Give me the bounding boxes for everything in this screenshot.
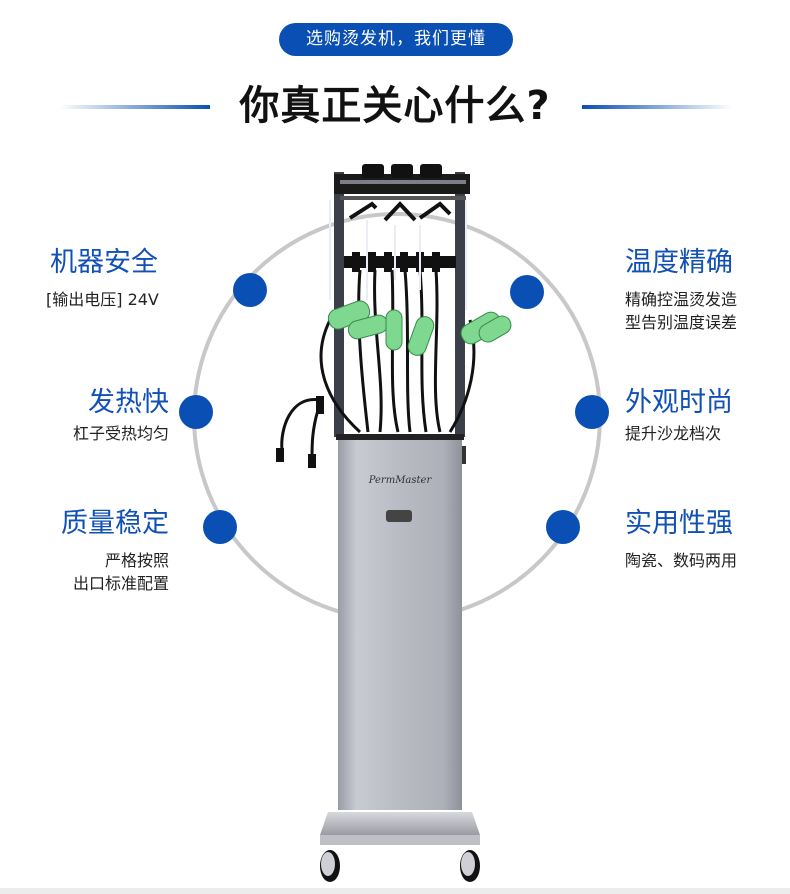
feature-dot-practical: [546, 510, 580, 544]
feature-desc: 型告别温度误差: [625, 313, 738, 332]
feature-desc: 严格按照: [104, 551, 169, 570]
feature-dot-quality: [203, 510, 237, 544]
feature-desc: 陶瓷、数码两用: [625, 551, 738, 570]
feature-safety: 机器安全 [输出电压] 24V: [46, 246, 159, 311]
feature-quality: 质量稳定 严格按照 出口标准配置: [61, 507, 169, 595]
feature-dot-heating: [179, 395, 213, 429]
feature-practical: 实用性强 陶瓷、数码两用: [625, 507, 737, 572]
page-title: 你真正关心什么?: [239, 83, 551, 129]
feature-dot-appearance: [575, 395, 609, 429]
feature-title: 发热快: [88, 387, 169, 418]
feature-title: 温度精确: [625, 247, 733, 278]
bottom-divider: [0, 888, 790, 894]
feature-desc: [输出电压] 24V: [46, 290, 159, 309]
feature-dot-safety: [233, 273, 267, 307]
title-row: 你真正关心什么?: [0, 78, 790, 134]
feature-title: 质量稳定: [61, 508, 169, 539]
feature-heating: 发热快 杠子受热均匀: [73, 386, 169, 445]
title-divider-right: [582, 105, 732, 109]
header-badge: 选购烫发机，我们更懂: [279, 23, 513, 56]
title-divider-left: [60, 105, 210, 109]
feature-desc: 杠子受热均匀: [72, 424, 169, 443]
feature-desc: 提升沙龙档次: [625, 424, 722, 443]
feature-temperature: 温度精确 精确控温烫发造 型告别温度误差: [625, 246, 737, 334]
feature-dot-temperature: [510, 275, 544, 309]
feature-title: 机器安全: [50, 247, 158, 278]
feature-appearance: 外观时尚 提升沙龙档次: [625, 386, 733, 445]
feature-desc: 精确控温烫发造: [625, 290, 738, 309]
feature-title: 实用性强: [625, 508, 733, 539]
feature-title: 外观时尚: [625, 387, 733, 418]
feature-desc: 出口标准配置: [72, 574, 169, 593]
